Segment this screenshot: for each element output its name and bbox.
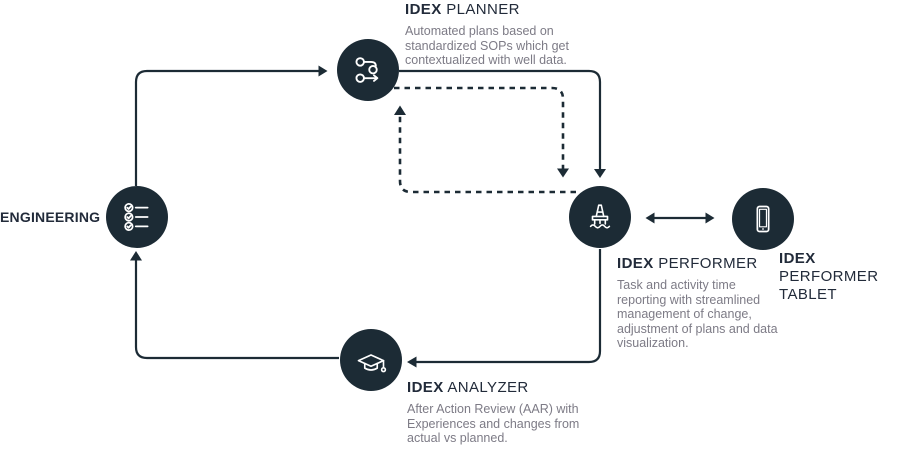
graduation-cap-icon xyxy=(357,354,387,373)
performer-tablet-label: PERFORMER TABLET xyxy=(779,268,879,303)
performer-tablet-heading: IDEX PERFORMER TABLET xyxy=(779,250,900,304)
planner-textblock: IDEX PLANNER Automated plans based on st… xyxy=(405,1,615,68)
performer-description: Task and activity time reporting with st… xyxy=(617,278,778,350)
analyzer-description: After Action Review (AAR) with Experienc… xyxy=(407,402,580,445)
oil-rig-icon xyxy=(589,204,611,229)
tablet-icon xyxy=(756,205,770,233)
planner-brand: IDEX xyxy=(405,1,442,18)
engineering-node xyxy=(106,186,168,248)
arrowhead-down xyxy=(594,169,606,178)
performer-tablet-textblock: IDEX PERFORMER TABLET xyxy=(779,250,900,304)
dashed-arrow-planner-to-performer xyxy=(394,86,565,169)
workflow-route-icon xyxy=(355,57,379,83)
engineering-textblock: ENGINEERING xyxy=(0,209,100,225)
planner-label: PLANNER xyxy=(446,1,520,18)
dashed-arrowhead-up xyxy=(394,105,406,115)
performer-label: PERFORMER xyxy=(658,255,758,272)
performer-tablet-brand: IDEX xyxy=(779,250,816,267)
sync-arrowhead-right xyxy=(705,212,715,224)
performer-node xyxy=(569,186,631,248)
analyzer-heading: IDEX ANALYZER xyxy=(407,379,597,396)
arrow-performer-to-analyzer xyxy=(413,249,602,364)
sync-arrowhead-left xyxy=(645,212,655,224)
analyzer-textblock: IDEX ANALYZER After Action Review (AAR) … xyxy=(407,379,597,446)
analyzer-brand: IDEX xyxy=(407,379,444,396)
checklist-icon xyxy=(124,203,149,231)
analyzer-node xyxy=(340,329,402,391)
analyzer-label: ANALYZER xyxy=(447,379,529,396)
performer-brand: IDEX xyxy=(617,255,654,272)
planner-heading: IDEX PLANNER xyxy=(405,1,615,18)
performer-textblock: IDEX PERFORMER Task and activity time re… xyxy=(617,255,792,351)
engineering-label: ENGINEERING xyxy=(0,209,101,225)
arrowhead-up xyxy=(130,251,142,261)
performer-heading: IDEX PERFORMER xyxy=(617,255,792,272)
arrow-analyzer-to-engineering xyxy=(134,257,339,360)
dashed-arrow-performer-to-planner xyxy=(398,114,576,194)
performer-tablet-node xyxy=(732,188,794,250)
dashed-arrowhead-down xyxy=(557,168,569,178)
planner-node xyxy=(337,39,399,101)
arrow-engineering-to-planner xyxy=(134,69,320,186)
arrowhead-right xyxy=(318,65,328,77)
arrowhead-left xyxy=(407,356,417,368)
arrow-planner-to-performer xyxy=(399,69,602,175)
planner-description: Automated plans based on standardized SO… xyxy=(405,24,569,67)
